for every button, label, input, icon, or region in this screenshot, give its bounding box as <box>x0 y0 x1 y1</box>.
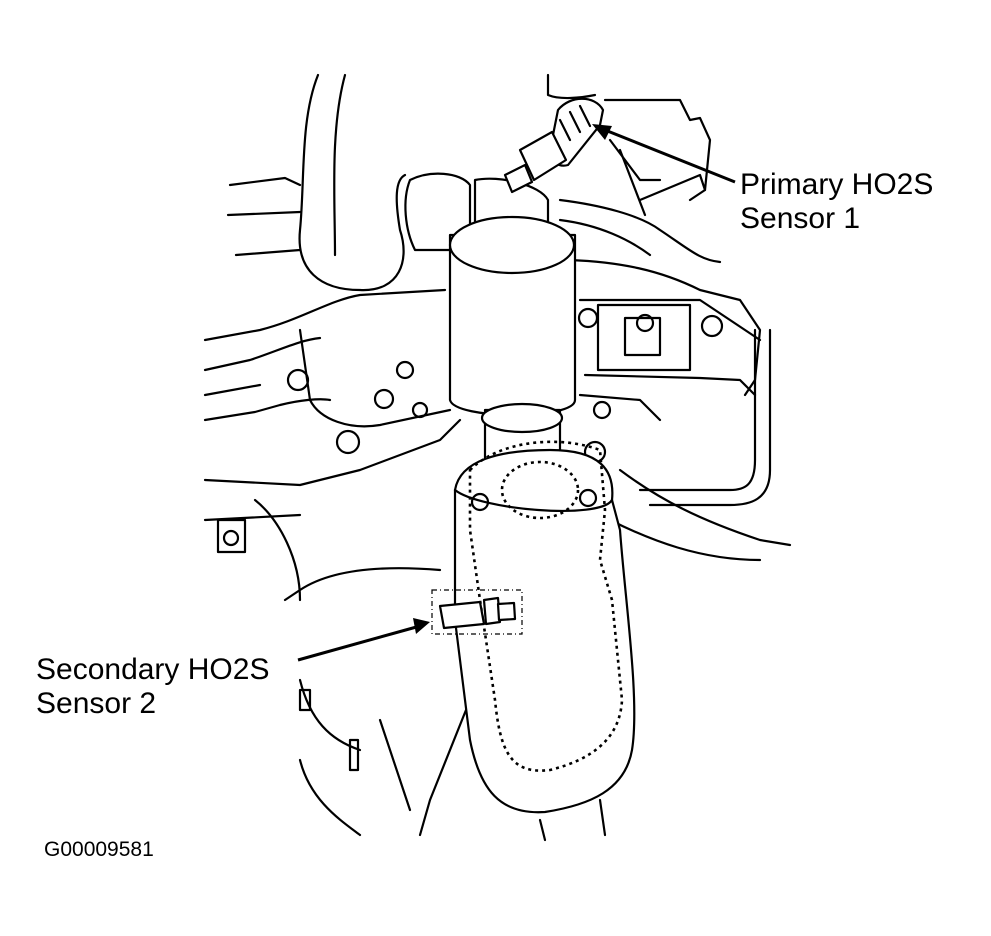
secondary-sensor-icon <box>431 589 523 635</box>
figure-code: G00009581 <box>44 838 154 861</box>
primary-callout-arrow <box>592 124 736 184</box>
primary-sensor-label: Primary HO2S Sensor 1 <box>740 168 933 236</box>
primary-sensor-label-line1: Primary HO2S <box>740 168 934 201</box>
secondary-sensor-label-line2: Sensor 2 <box>36 687 157 720</box>
underbody-structure <box>203 73 792 842</box>
secondary-callout-arrow <box>297 618 430 662</box>
secondary-sensor-label: Secondary HO2S Sensor 2 <box>36 653 269 721</box>
secondary-sensor-label-line1: Secondary HO2S <box>36 653 270 686</box>
primary-sensor-icon <box>503 97 605 194</box>
upper-exhaust-pipe <box>404 172 577 482</box>
primary-sensor-label-line2: Sensor 1 <box>740 202 861 235</box>
catalytic-converter <box>453 440 636 814</box>
